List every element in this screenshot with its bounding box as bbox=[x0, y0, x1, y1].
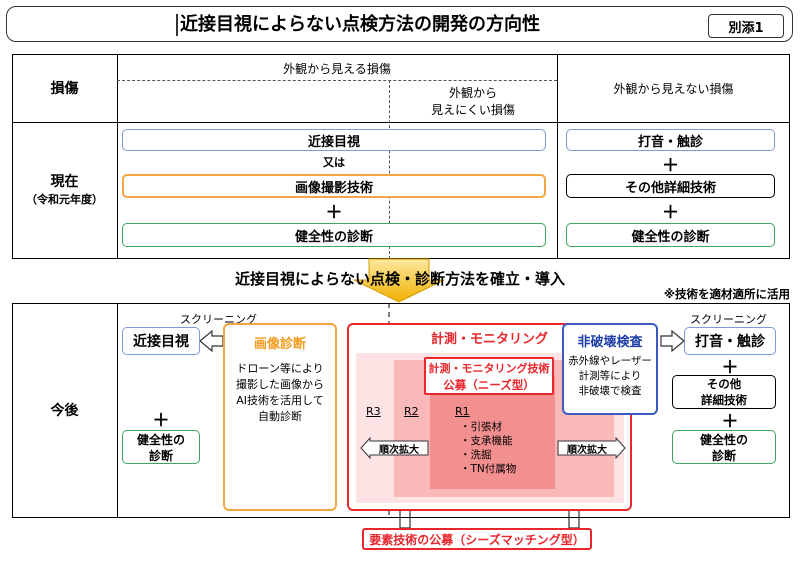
r3-label: R3 bbox=[366, 405, 381, 418]
plus-sign: ＋ bbox=[662, 202, 679, 223]
lower-table bbox=[12, 303, 790, 518]
upper-col-divider-1 bbox=[117, 54, 118, 259]
ndt-line: 非破壊で検査 bbox=[578, 385, 642, 397]
upper-dash-horizontal bbox=[117, 80, 557, 81]
screening-label-left: スクリーニング bbox=[180, 313, 257, 326]
r1-label: R1 bbox=[455, 405, 470, 418]
public-needs-box: 計測・モニタリング技術 公募（ニーズ型） bbox=[424, 357, 554, 395]
expand-left-arrow bbox=[360, 437, 429, 459]
or-text: 又は bbox=[323, 156, 345, 169]
plus-sign: ＋ bbox=[152, 410, 170, 431]
ndt-title: 非破壊検査 bbox=[577, 334, 643, 350]
header-hard-line1: 外観から bbox=[448, 85, 497, 100]
close-visual-box: 近接目視 bbox=[122, 129, 546, 151]
image-diag-line: AI技術を活用して bbox=[236, 394, 324, 407]
seeds-matching-box: 要素技術の公募（シーズマッチング型） bbox=[362, 528, 592, 550]
header-hard-line2: 見えにくい損傷 bbox=[431, 102, 515, 117]
note-text: ※技術を適材適所に活用 bbox=[663, 287, 790, 301]
attachment-label: 別添1 bbox=[708, 14, 784, 38]
ndt-line: 計測等により bbox=[578, 370, 642, 382]
image-diag-line: ドローン等により bbox=[236, 362, 324, 375]
expand-right-arrow bbox=[557, 437, 626, 459]
image-diagnosis-title: 画像診断 bbox=[253, 336, 306, 352]
other-tech-box: その他 詳細技術 bbox=[672, 375, 776, 409]
health-diagnosis-box-right: 健全性の診断 bbox=[566, 223, 775, 247]
health-diagnosis-box-right-future: 健全性の 診断 bbox=[672, 430, 776, 464]
header-damage: 損傷 bbox=[50, 81, 79, 97]
public-needs-line2: 公募（ニーズ型） bbox=[443, 377, 535, 392]
r1-item: ・TN付属物 bbox=[460, 463, 517, 475]
monitoring-title: 計測・モニタリング bbox=[430, 331, 548, 347]
row-future-label: 今後 bbox=[50, 403, 79, 419]
close-visual-box-future: 近接目視 bbox=[122, 327, 200, 355]
down-arrow-shape bbox=[353, 258, 445, 303]
hammer-touch-box: 打音・触診 bbox=[566, 129, 775, 151]
r2-label: R2 bbox=[404, 405, 419, 418]
row-current-label: 現在 bbox=[50, 174, 79, 190]
plus-sign: ＋ bbox=[662, 155, 679, 176]
row-current-year: （令和元年度） bbox=[26, 193, 103, 206]
ndt-body: 赤外線やレーザー 計測等により 非破壊で検査 bbox=[564, 354, 656, 399]
health-left-line1: 健全性の bbox=[136, 432, 185, 447]
r1-item: ・引張材 bbox=[460, 421, 502, 433]
image-diag-line: 撮影した画像から bbox=[236, 378, 324, 391]
upper-dash-vertical bbox=[389, 80, 390, 259]
page-title: 近接目視によらない点検方法の開発の方向性 bbox=[180, 14, 540, 35]
title-accent-bar bbox=[176, 14, 178, 36]
public-needs-line1: 計測・モニタリング技術 bbox=[428, 361, 550, 375]
r1-item: ・洗掘 bbox=[460, 449, 492, 461]
r1-items: ・引張材 ・支承機能 ・洗掘 ・TN付属物 bbox=[460, 420, 516, 476]
health-right-line2: 診断 bbox=[711, 448, 736, 463]
image-diagnosis-box: 画像診断 ドローン等により 撮影した画像から AI技術を活用して 自動診断 bbox=[223, 323, 337, 511]
screening-label-right: スクリーニング bbox=[690, 313, 767, 326]
imaging-tech-box: 画像撮影技術 bbox=[122, 174, 546, 198]
header-invisible: 外観から見えない損傷 bbox=[613, 81, 734, 96]
establish-text: 近接目視によらない点検・診断方法を確立・導入 bbox=[234, 269, 565, 288]
ndt-line: 赤外線やレーザー bbox=[568, 355, 652, 367]
title-frame bbox=[6, 6, 793, 42]
expand-left-label: 順次拡大 bbox=[379, 444, 419, 456]
other-line2: 詳細技術 bbox=[701, 393, 747, 407]
plus-sign: ＋ bbox=[721, 357, 739, 378]
health-left-line2: 診断 bbox=[148, 448, 173, 463]
screening-right-arrow bbox=[660, 329, 685, 353]
other-detail-box: その他詳細技術 bbox=[566, 174, 775, 198]
other-line1: その他 bbox=[706, 377, 742, 391]
hammer-touch-box-future: 打音・触診 bbox=[684, 327, 776, 355]
image-diag-line: 自動診断 bbox=[258, 410, 302, 423]
plus-sign: ＋ bbox=[325, 202, 343, 223]
plus-sign: ＋ bbox=[721, 411, 739, 432]
health-right-line1: 健全性の bbox=[699, 432, 748, 447]
health-diagnosis-box: 健全性の診断 bbox=[122, 223, 546, 247]
ndt-box: 非破壊検査 赤外線やレーザー 計測等により 非破壊で検査 bbox=[562, 323, 658, 415]
lower-col-divider bbox=[117, 303, 118, 518]
expand-right-label: 順次拡大 bbox=[567, 444, 607, 456]
upper-row-divider bbox=[12, 122, 790, 123]
health-diagnosis-box-left: 健全性の 診断 bbox=[122, 430, 200, 464]
header-visible: 外観から見える損傷 bbox=[283, 61, 391, 76]
image-diagnosis-body: ドローン等により 撮影した画像から AI技術を活用して 自動診断 bbox=[225, 361, 335, 425]
upper-col-divider-2 bbox=[557, 54, 558, 259]
r1-item: ・支承機能 bbox=[460, 435, 513, 447]
